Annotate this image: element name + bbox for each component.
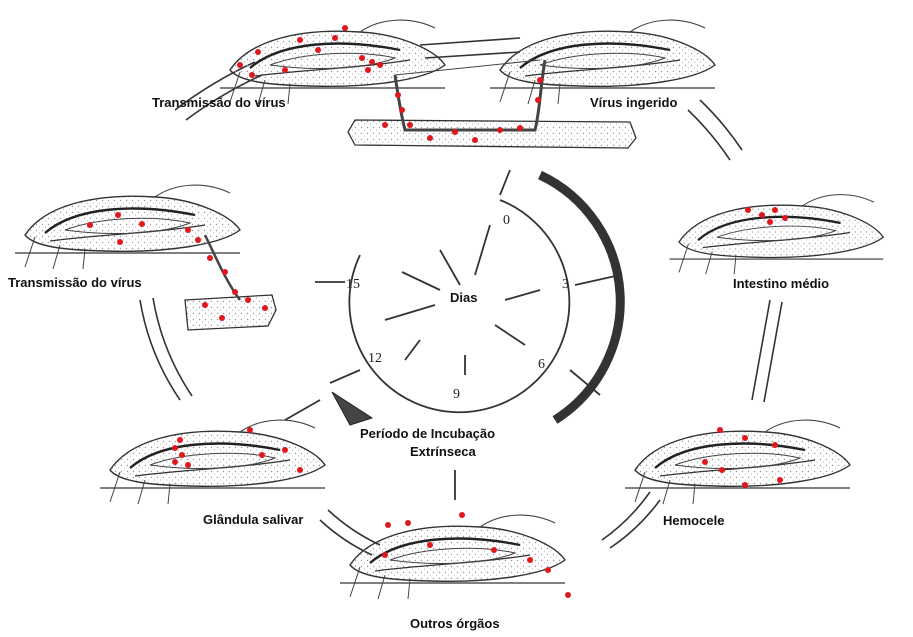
label-hemocele: Hemocele [663,513,724,528]
label-outros-orgaos: Outros órgãos [410,616,500,631]
mosquito-outros-orgaos [340,515,565,599]
label-intestino-medio: Intestino médio [733,276,829,291]
label-transmissao-left: Transmissão do vírus [8,275,142,290]
incubation-line1: Período de Incubação [360,426,495,441]
incubation-arrowhead [332,392,372,425]
tick-3b: 3 [562,277,569,292]
mosquito-glandula-salivar [100,420,325,504]
mosquito-transmissao-left [15,185,240,269]
incubation-line2: Extrínseca [410,444,477,459]
label-transmissao-top: Transmissão do vírus [152,95,286,110]
label-virus-ingerido: Vírus ingerido [590,95,677,110]
clock-circle [349,200,569,412]
tick-0: 0 [503,213,510,228]
mosquito-hemocele [625,420,850,504]
mosquito-intestino-medio [670,195,884,275]
tick-12: 12 [368,351,382,366]
tick-15: 15 [346,277,360,292]
center-label: Dias [450,290,477,305]
mosquito-transmissao-top [220,20,445,104]
label-glandula-salivar: Glândula salivar [203,512,303,527]
tick-3: 9 [453,387,460,402]
blood-vessel-left [185,235,276,330]
tick-6: 6 [538,357,545,372]
incubation-arc [540,175,620,420]
